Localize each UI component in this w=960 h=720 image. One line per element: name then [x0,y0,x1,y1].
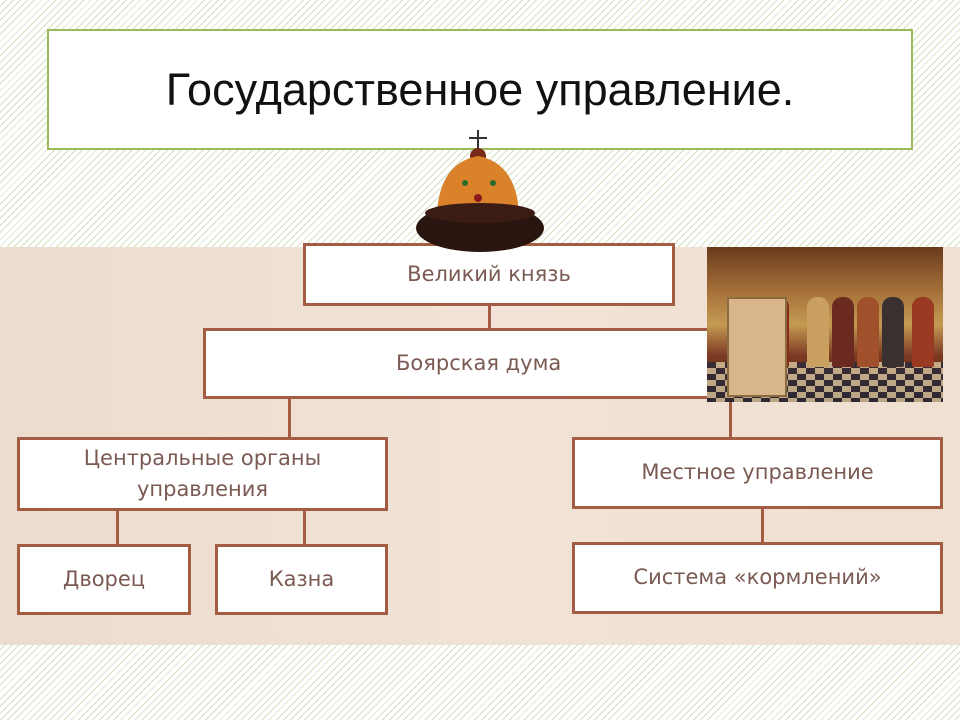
box-central-organs: Центральные органы управления [17,437,388,511]
connector [729,396,732,439]
connector [303,508,306,546]
box-palace: Дворец [17,544,191,615]
box-local-government: Местное управление [572,437,943,509]
monomakh-cap-image [416,130,544,252]
box-boyar-duma: Боярская дума [203,328,773,399]
connector [116,508,119,546]
connector [761,506,764,544]
box-treasury: Казна [215,544,388,615]
connector [488,303,491,330]
slide-title: Государственное управление. [47,29,913,150]
connector [288,396,291,439]
box-feeding-system: Система «кормлений» [572,542,943,614]
boyar-council-painting [707,247,943,402]
